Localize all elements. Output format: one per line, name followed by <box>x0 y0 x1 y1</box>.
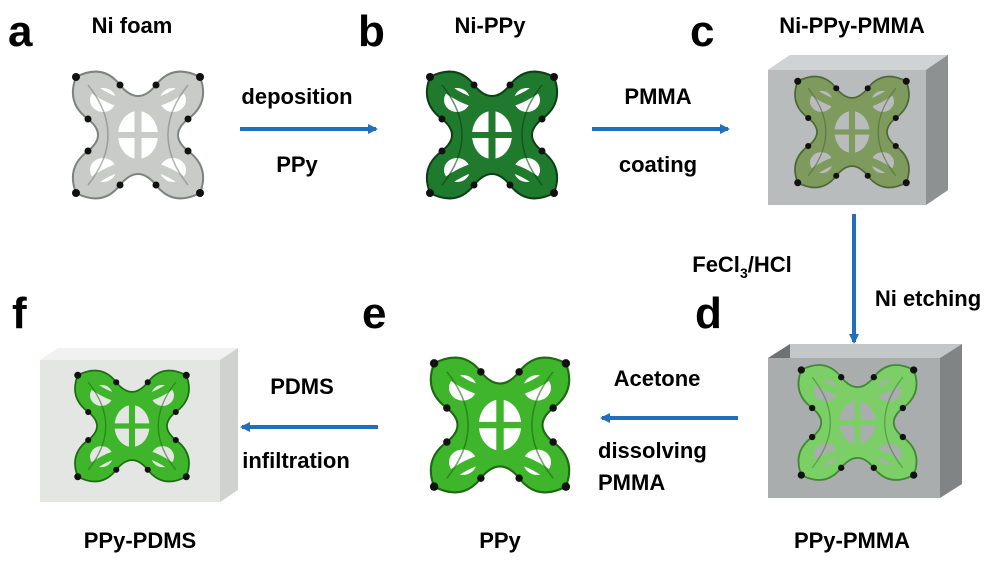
step-label-dissolving: dissolving <box>598 438 707 463</box>
panel-title-d: PPy-PMMA <box>794 528 910 553</box>
panel-title-c: Ni-PPy-PMMA <box>779 13 925 38</box>
step-label-fecl3-hcl: FeCl3/HCl <box>692 252 791 281</box>
ni-ppy-pmma-cube <box>768 55 948 205</box>
reagent-suffix: /HCl <box>748 252 792 277</box>
step-label-pdms: PDMS <box>270 374 334 399</box>
step-label-acetone: Acetone <box>614 366 701 391</box>
ni-foam-structure <box>72 71 204 199</box>
panel-letter-d: d <box>695 289 722 338</box>
ni-ppy-structure <box>426 71 558 199</box>
step-label-pmma-dissolved: PMMA <box>598 470 665 495</box>
panel-title-b: Ni-PPy <box>455 13 527 38</box>
ppy-pdms-cube <box>40 348 238 502</box>
reagent-prefix: FeCl <box>692 252 740 277</box>
step-label-deposition: deposition <box>241 84 352 109</box>
panel-letter-e: e <box>362 289 386 338</box>
step-label-ni-etching: Ni etching <box>875 286 981 311</box>
step-label-ppy: PPy <box>276 152 318 177</box>
panel-letter-b: b <box>358 7 385 56</box>
panel-letter-a: a <box>8 7 33 56</box>
step-label-coating: coating <box>619 152 697 177</box>
panel-letter-f: f <box>12 289 27 338</box>
panel-title-e: PPy <box>479 528 521 553</box>
step-label-pmma: PMMA <box>624 84 691 109</box>
ppy-structure <box>429 357 571 493</box>
panel-title-f: PPy-PDMS <box>84 528 196 553</box>
panel-letter-c: c <box>690 7 714 56</box>
step-label-infiltration: infiltration <box>242 448 350 473</box>
ppy-pmma-cube <box>768 344 962 498</box>
panel-title-a: Ni foam <box>92 13 173 38</box>
reagent-subscript: 3 <box>740 265 748 281</box>
